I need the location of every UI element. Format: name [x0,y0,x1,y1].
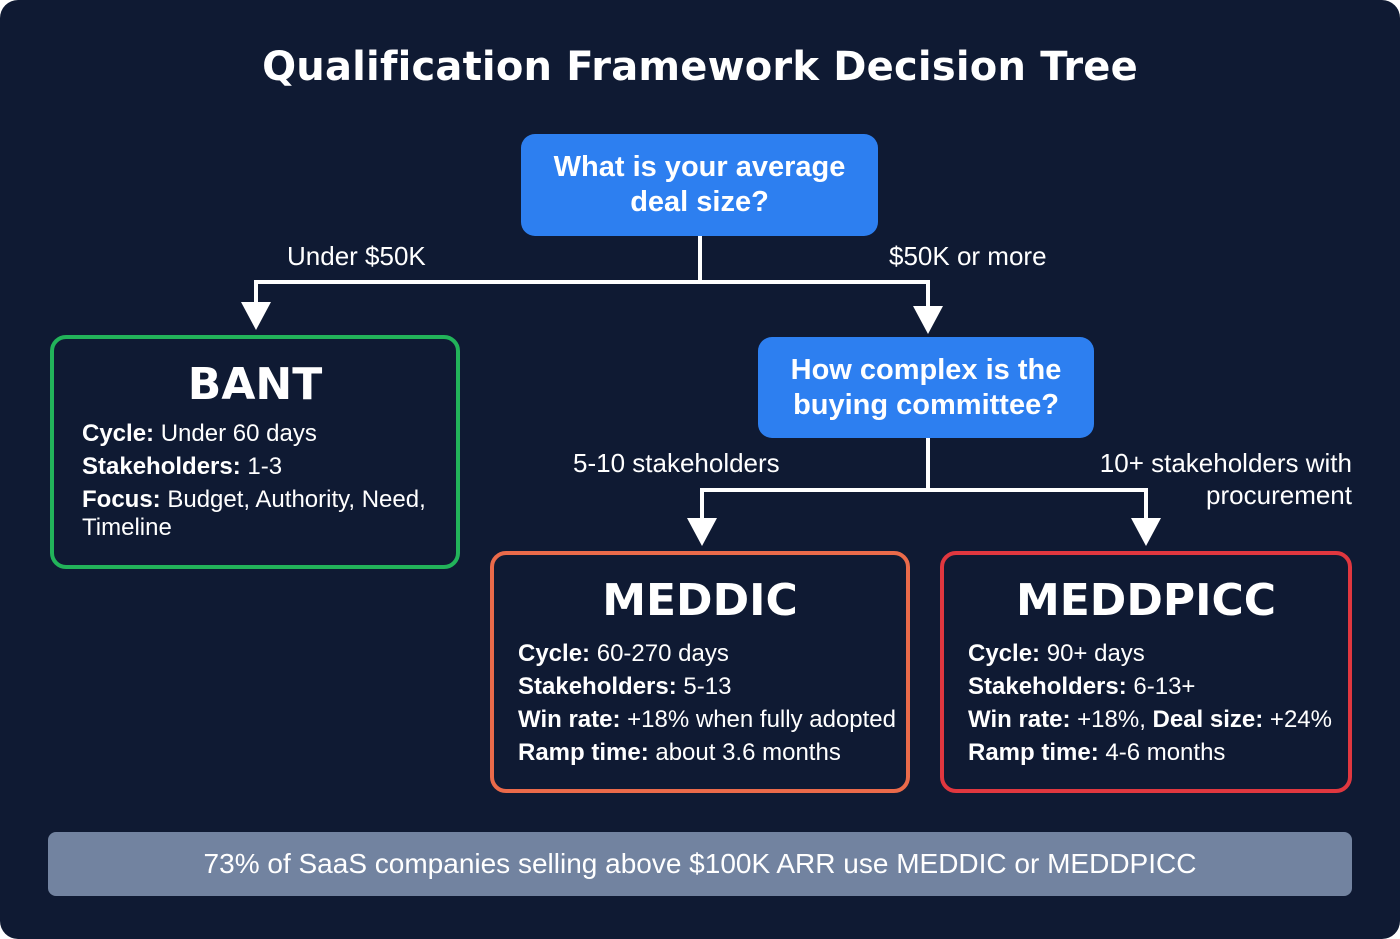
framework-meddic-details: Cycle: 60-270 days Stakeholders: 5-13 Wi… [518,637,906,769]
bant-stakeholders-row: Stakeholders: 1-3 [82,450,456,483]
meddic-stakeholders-row: Stakeholders: 5-13 [518,670,906,703]
meddpicc-win-rate-label: Win rate: [968,706,1071,733]
meddic-stakeholders-label: Stakeholders: [518,673,677,700]
meddpicc-cycle-label: Cycle: [968,640,1041,667]
bant-focus-label: Focus: [82,486,161,513]
bant-focus-value-cont: Timeline [82,514,172,541]
framework-meddic-name: MEDDIC [602,575,798,626]
question-complexity-line1: How complex is the [790,353,1062,386]
meddic-win-rate-value: +18% when fully adopted [627,706,897,733]
framework-bant-name: BANT [187,359,323,410]
meddic-stakeholders-value: 5-13 [683,673,732,700]
meddpicc-ramp-row: Ramp time: 4-6 months [968,736,1348,769]
meddpicc-cycle-row: Cycle: 90+ days [968,637,1348,670]
connector-to-q2 [700,280,930,308]
meddic-cycle-label: Cycle: [518,640,591,667]
edge-label-50k-or-more: $50K or more [889,241,1047,271]
arrowhead-meddic [687,518,717,546]
edge-label-10-plus-stakeholders: 10+ stakeholders with procurement [1100,447,1352,511]
meddic-win-rate-row: Win rate: +18% when fully adopted [518,703,906,736]
question-deal-size-line2: deal size? [630,186,769,218]
question-deal-size: What is your average deal size? [521,134,878,236]
framework-meddic: MEDDIC Cycle: 60-270 days Stakeholders: … [490,551,910,793]
framework-meddpicc: MEDDPICC Cycle: 90+ days Stakeholders: 6… [940,551,1352,793]
meddpicc-ramp-value: 4-6 months [1105,739,1226,766]
bant-focus-row: Focus: Budget, Authority, Need, [82,486,456,514]
framework-bant-details: Cycle: Under 60 days Stakeholders: 1-3 F… [82,417,456,542]
meddpicc-win-rate-value: +18%, [1077,706,1146,733]
arrowhead-bant [241,302,271,330]
connector-to-meddpicc [928,488,1148,520]
connector-to-meddic [700,488,928,520]
meddic-cycle-value: 60-270 days [596,640,729,667]
meddpicc-deal-size-value: +24% [1269,706,1332,733]
meddpicc-ramp-label: Ramp time: [968,739,1099,766]
bant-cycle-value: Under 60 days [160,420,317,447]
meddpicc-stakeholders-label: Stakeholders: [968,673,1127,700]
framework-meddpicc-details: Cycle: 90+ days Stakeholders: 6-13+ Win … [968,637,1348,769]
bant-stakeholders-value: 1-3 [247,453,283,480]
framework-meddpicc-name: MEDDPICC [1015,575,1277,626]
edge-label-5-10-stakeholders: 5-10 stakeholders [573,448,780,478]
meddic-cycle-row: Cycle: 60-270 days [518,637,906,670]
connector-to-bant [254,280,700,304]
edge-label-10-plus-line1: 10+ stakeholders with [1099,448,1352,478]
meddpicc-stakeholders-row: Stakeholders: 6-13+ [968,670,1348,703]
question-committee-complexity: How complex is the buying committee? [758,337,1094,438]
edge-label-10-plus-line2: procurement [1206,480,1352,510]
meddic-ramp-row: Ramp time: about 3.6 months [518,736,906,769]
meddpicc-cycle-value: 90+ days [1046,640,1145,667]
bant-cycle-row: Cycle: Under 60 days [82,417,456,450]
meddpicc-win-rate-row: Win rate: +18%, Deal size: +24% [968,703,1348,736]
arrowhead-q2 [913,306,943,334]
meddic-win-rate-label: Win rate: [518,706,621,733]
question-complexity-line2: buying committee? [793,388,1059,421]
meddpicc-deal-size-label: Deal size: [1152,706,1264,733]
framework-bant: BANT Cycle: Under 60 days Stakeholders: … [50,335,460,569]
bant-focus-value: Budget, Authority, Need, [167,486,426,513]
meddic-ramp-label: Ramp time: [518,739,649,766]
arrowhead-meddpicc [1131,518,1161,546]
bant-stakeholders-label: Stakeholders: [82,453,241,480]
diagram-title: Qualification Framework Decision Tree [262,44,1138,90]
meddpicc-stakeholders-value: 6-13+ [1133,673,1196,700]
edge-label-under-50k: Under $50K [287,241,426,271]
meddic-ramp-value: about 3.6 months [655,739,841,766]
bant-cycle-label: Cycle: [82,420,155,447]
question-deal-size-line1: What is your average [553,151,846,183]
footer-stat-banner: 73% of SaaS companies selling above $100… [48,832,1352,896]
